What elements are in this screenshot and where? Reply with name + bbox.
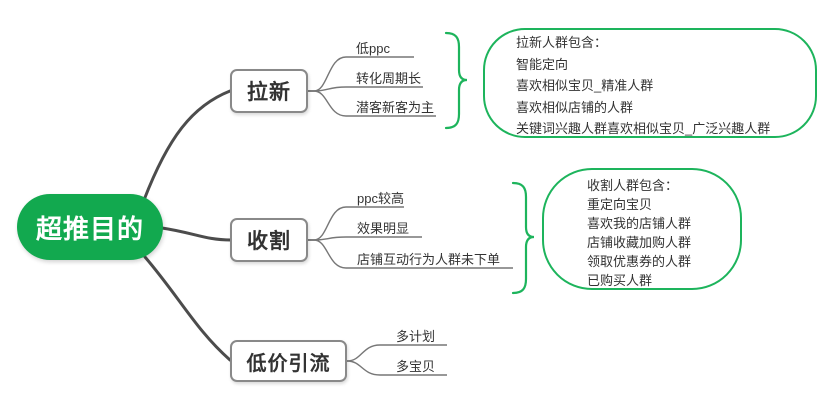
leaf-no-order-crowd[interactable]: 店铺互动行为人群未下单 bbox=[357, 252, 501, 267]
leaf-line bbox=[308, 86, 423, 92]
note-line: 店铺收藏加购人群 bbox=[587, 235, 692, 250]
curly-brace-attract-new bbox=[444, 31, 468, 130]
leaf-line bbox=[308, 90, 436, 117]
note-line: 收割人群包含： bbox=[587, 178, 679, 193]
note-bubble-harvest[interactable]: 收割人群包含： 重定向宝贝 喜欢我的店铺人群 店铺收藏加购人群 领取优惠券的人群… bbox=[542, 168, 742, 290]
leaf-line bbox=[346, 344, 447, 362]
note-bubble-attract-new[interactable]: 拉新人群包含： 智能定向 喜欢相似宝贝_精准人群 喜欢相似店铺的人群 关键词兴趣… bbox=[483, 28, 817, 138]
leaf-low-ppc[interactable]: 低ppc bbox=[356, 41, 390, 56]
leaf-long-conversion[interactable]: 转化周期长 bbox=[356, 71, 422, 86]
note-line: 喜欢我的店铺人群 bbox=[587, 216, 692, 231]
leaf-multi-item[interactable]: 多宝贝 bbox=[396, 359, 436, 374]
note-line: 喜欢相似宝贝_精准人群 bbox=[516, 78, 654, 93]
node-harvest-label: 收割 bbox=[247, 230, 291, 253]
leaf-high-ppc[interactable]: ppc较高 bbox=[357, 191, 404, 206]
leaf-new-customers[interactable]: 潜客新客为主 bbox=[356, 100, 435, 115]
root-node[interactable]: 超推目的 bbox=[17, 194, 163, 260]
note-line: 智能定向 bbox=[516, 56, 569, 72]
node-attract-new[interactable]: 拉新 bbox=[230, 69, 308, 113]
leaf-line bbox=[346, 360, 447, 376]
note-line: 已购买人群 bbox=[587, 273, 653, 288]
node-harvest[interactable]: 收割 bbox=[230, 218, 308, 262]
connector-root-to-low-price bbox=[143, 255, 232, 362]
leaf-obvious-effect[interactable]: 效果明显 bbox=[357, 221, 410, 236]
note-line: 关键词兴趣人群喜欢相似宝贝_广泛兴趣人群 bbox=[516, 121, 771, 136]
connector-root-to-attract-new bbox=[142, 89, 232, 202]
leaf-multi-plan[interactable]: 多计划 bbox=[396, 329, 436, 344]
note-line: 喜欢相似店铺的人群 bbox=[516, 99, 634, 115]
note-line: 领取优惠券的人群 bbox=[587, 254, 692, 269]
note-line: 拉新人群包含： bbox=[516, 35, 608, 50]
node-attract-new-label: 拉新 bbox=[247, 81, 291, 104]
note-line: 重定向宝贝 bbox=[587, 197, 653, 212]
leaf-line bbox=[308, 239, 513, 269]
curly-brace-harvest bbox=[511, 181, 535, 295]
node-low-price-traffic-label: 低价引流 bbox=[246, 352, 331, 375]
root-node-label: 超推目的 bbox=[35, 213, 144, 244]
leaf-line bbox=[308, 236, 422, 241]
connector-root-to-harvest bbox=[160, 226, 233, 242]
node-low-price-traffic[interactable]: 低价引流 bbox=[230, 340, 347, 382]
